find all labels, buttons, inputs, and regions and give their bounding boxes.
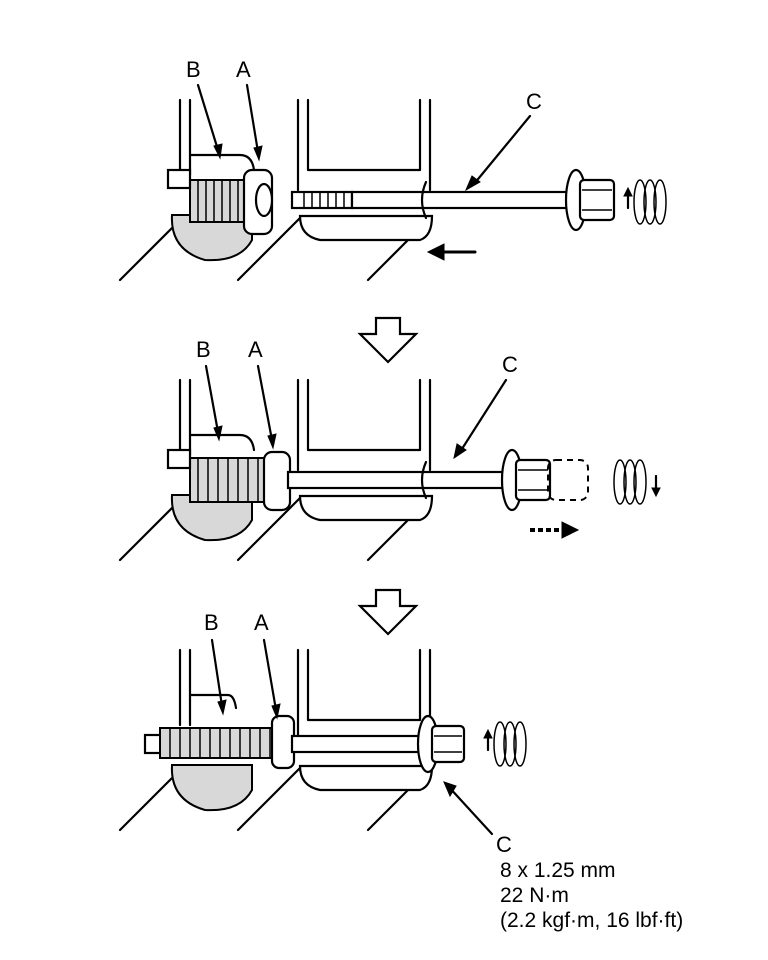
push-arrow-icon	[426, 243, 477, 261]
step-1-panel	[118, 98, 616, 282]
step-3-panel	[118, 648, 466, 832]
label-a: A	[236, 57, 251, 82]
pull-arrow-icon	[530, 521, 580, 539]
step-down-arrow-icon	[358, 588, 418, 636]
bolt-spec-callout: C 8 x 1.25 mm 22 N·m (2.2 kgf·m, 16 lbf·…	[496, 832, 683, 932]
torque-alt: (2.2 kgf·m, 16 lbf·ft)	[500, 909, 683, 932]
label-b: B	[204, 610, 219, 635]
step-down-arrow-icon	[358, 316, 418, 364]
label-a: A	[254, 610, 269, 635]
rotation-icon	[633, 179, 667, 225]
rotation-icon	[613, 459, 647, 505]
bolt-spec-label: C	[496, 832, 512, 857]
rotation-arrowhead-icon	[623, 186, 633, 197]
label-c: C	[502, 352, 518, 377]
rotation-icon	[493, 721, 527, 767]
label-a: A	[248, 337, 263, 362]
bolt-size: 8 x 1.25 mm	[500, 859, 616, 882]
torque-nm: 22 N·m	[500, 884, 569, 907]
label-b: B	[186, 57, 201, 82]
label-c: C	[526, 89, 542, 114]
step-2-panel	[118, 378, 589, 562]
label-b: B	[196, 337, 211, 362]
